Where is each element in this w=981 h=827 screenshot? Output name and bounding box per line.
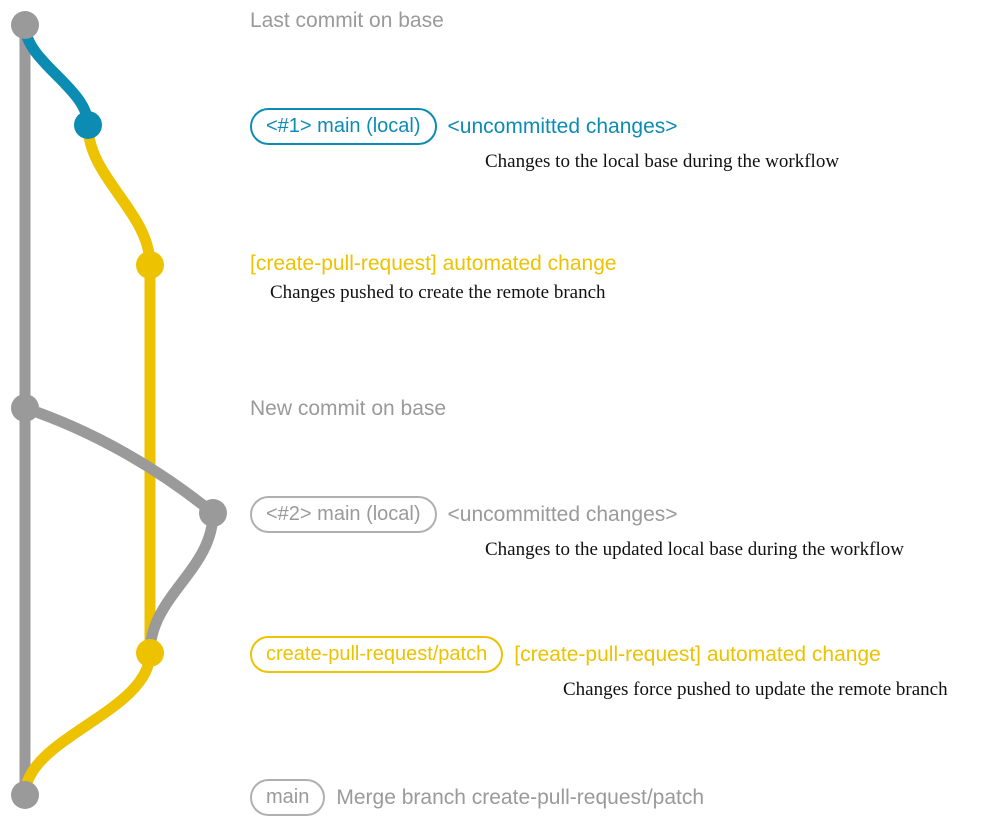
commit-head: create-pull-request/patch [create-pull-r…: [250, 636, 981, 673]
edge-local-1-to-patch: [82, 119, 156, 271]
commit-note: Changes force pushed to update the remot…: [563, 679, 948, 700]
commit-head: <#1> main (local) <uncommitted changes>: [250, 108, 981, 145]
node-merge-commit: [11, 781, 39, 809]
commit-note: Changes to the updated local base during…: [485, 539, 904, 560]
commit-subject: Merge branch create-pull-request/patch: [336, 785, 705, 809]
edge-local-2-to-patch: [144, 507, 219, 659]
commit-subject: [create-pull-request] automated change: [514, 642, 881, 666]
node-patch-updated: [136, 639, 164, 667]
branch-badge-local-main-2[interactable]: <#2> main (local): [250, 496, 437, 533]
commit-note: Changes pushed to create the remote bran…: [270, 282, 606, 303]
commit-head: <#2> main (local) <uncommitted changes>: [250, 496, 981, 533]
commit-head: [create-pull-request] automated change: [250, 252, 981, 276]
commit-nodes: [11, 11, 227, 809]
commit-row-local-main-2: <#2> main (local) <uncommitted changes> …: [250, 496, 981, 561]
branch-badge-main[interactable]: main: [250, 779, 326, 816]
commit-head: Last commit on base: [250, 9, 981, 33]
branch-badge-patch[interactable]: create-pull-request/patch: [250, 636, 504, 673]
node-new-commit-on-base: [11, 394, 39, 422]
branch-badge-local-main-1[interactable]: <#1> main (local): [250, 108, 437, 145]
edge-base-to-local-2: [19, 402, 219, 519]
node-local-main-2: [199, 499, 227, 527]
node-patch-created: [136, 251, 164, 279]
commit-subject: New commit on base: [250, 397, 447, 420]
commit-row-patch-updated: create-pull-request/patch [create-pull-r…: [250, 636, 981, 701]
node-last-commit-on-base: [11, 11, 39, 39]
commit-head: main Merge branch create-pull-request/pa…: [250, 779, 981, 816]
commit-row-merge-commit: main Merge branch create-pull-request/pa…: [250, 779, 981, 816]
commit-subject: <uncommitted changes>: [447, 502, 678, 526]
commit-head: New commit on base: [250, 397, 981, 421]
commit-note: Changes to the local base during the wor…: [485, 151, 840, 172]
edge-patch-to-merge: [19, 647, 156, 801]
commit-subject: [create-pull-request] automated change: [250, 252, 617, 275]
node-local-main-1: [74, 111, 102, 139]
commit-subject: <uncommitted changes>: [447, 114, 678, 138]
commit-row-patch-created: [create-pull-request] automated change C…: [250, 252, 981, 304]
commit-row-last-commit-on-base: Last commit on base: [250, 9, 981, 33]
commit-subject: Last commit on base: [250, 9, 444, 32]
commit-row-new-commit-on-base: New commit on base: [250, 397, 981, 421]
commit-row-local-main-1: <#1> main (local) <uncommitted changes> …: [250, 108, 981, 173]
